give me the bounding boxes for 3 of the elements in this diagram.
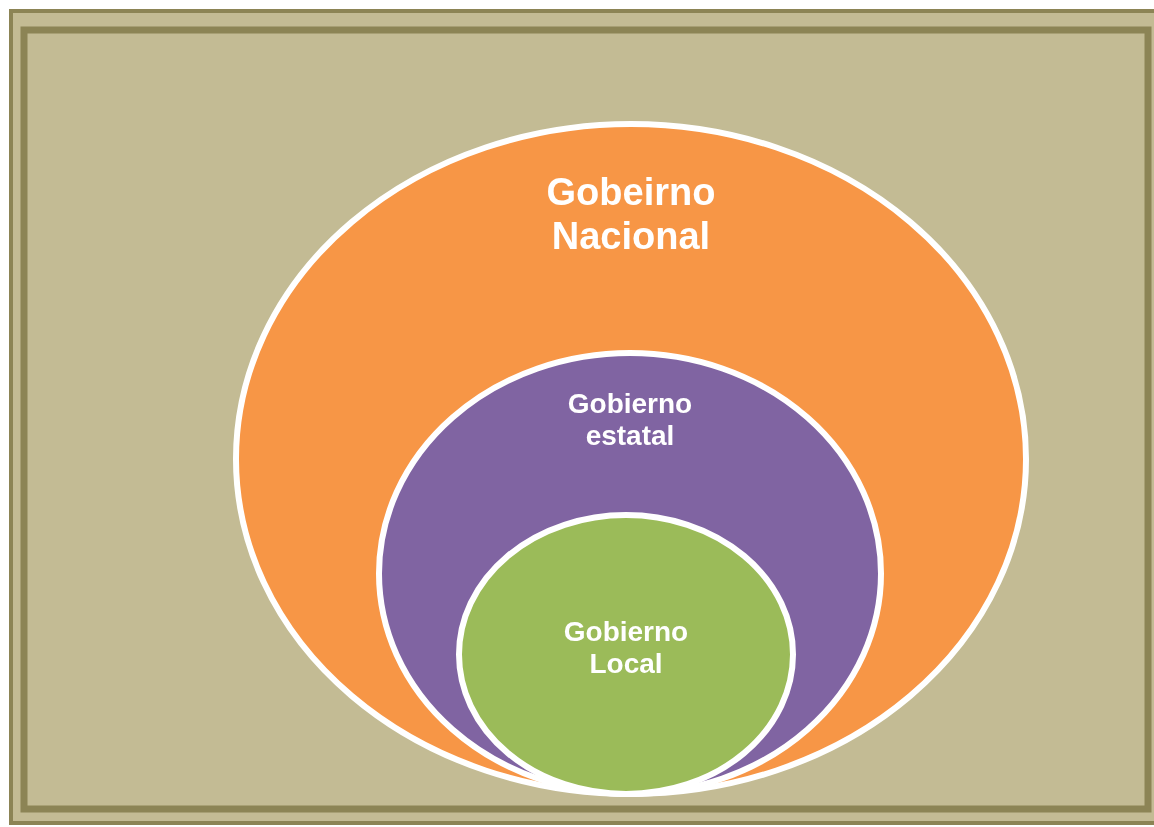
- ellipse-label: Gobeirno Nacional: [545, 171, 717, 259]
- ellipse-label: Gobierno Local: [562, 616, 690, 681]
- ellipse-label: Gobierno estatal: [566, 388, 694, 453]
